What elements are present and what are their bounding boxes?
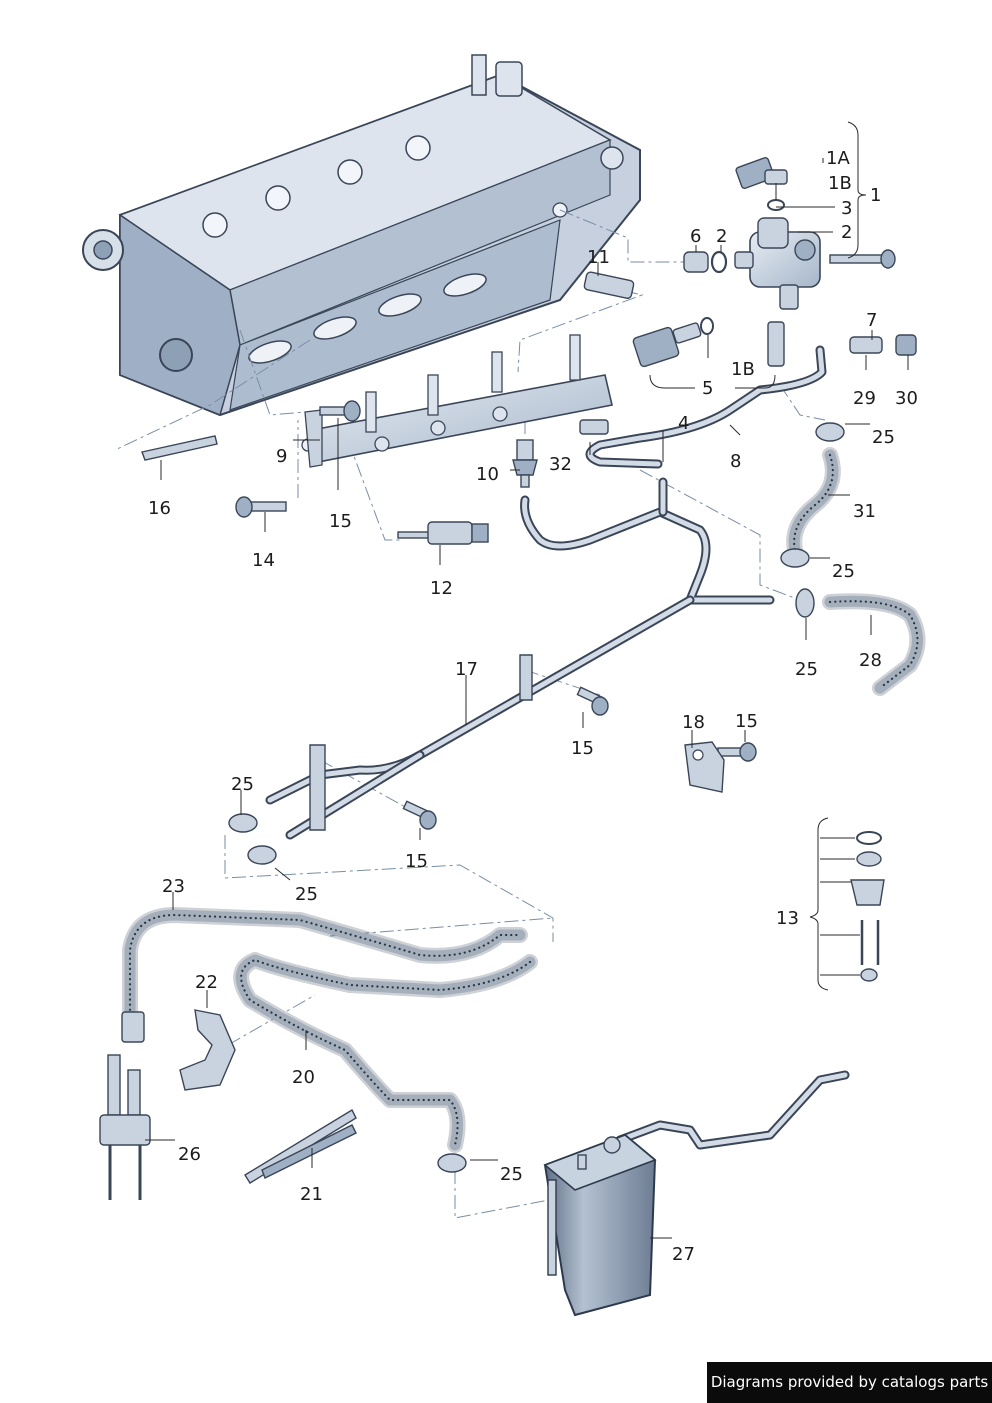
callout-4: 4 [678,413,689,434]
callout-25-a: 25 [872,427,895,448]
part-26-connector [99,1011,151,1200]
part-3-seal [767,199,785,211]
callout-1B-top: 1B [828,173,852,194]
part-13-group [850,831,885,982]
callout-15-a: 15 [329,511,352,532]
part-12-sensor [397,521,489,545]
part-22-holder [179,1009,236,1091]
part-27-canister [543,1133,657,1317]
part-15-bolts [402,686,757,830]
part-14-bolt [235,496,287,518]
callout-15-d: 15 [405,851,428,872]
callout-25-c: 25 [795,659,818,680]
part-18-bracket [684,741,725,793]
callout-10: 10 [476,464,499,485]
part-2-seal [710,250,728,274]
callout-25-f: 25 [500,1164,523,1185]
callout-28: 28 [859,650,882,671]
cylinder-head-illustration [82,54,641,417]
callout-labels: 1A 1B 1 3 2 6 2 11 7 5 1B 29 30 4 25 8 9… [148,148,918,1265]
callout-25-b: 25 [832,561,855,582]
part-1A-sensor [735,156,788,190]
callout-20: 20 [292,1067,315,1088]
callout-1A: 1A [826,148,850,169]
part-7-bolt [829,249,896,269]
callout-29: 29 [853,388,876,409]
callout-25-d: 25 [231,774,254,795]
part-6-bush [683,251,709,273]
part-32-plug [579,419,609,435]
part-1B-fitting [767,321,785,367]
callout-15-b: 15 [735,711,758,732]
callout-32: 32 [549,454,572,475]
callout-2-right: 2 [841,222,852,243]
callout-7: 7 [866,310,877,331]
callout-22: 22 [195,972,218,993]
callout-15-c: 15 [571,738,594,759]
callout-12: 12 [430,578,453,599]
part-16-pin [141,435,218,461]
callout-11: 11 [587,247,610,268]
callout-27: 27 [672,1244,695,1265]
callout-25-e: 25 [295,884,318,905]
callout-14: 14 [252,550,275,571]
callout-1: 1 [870,185,881,206]
part-30-cap [895,334,917,356]
part-5-sensor [632,317,714,368]
callout-21: 21 [300,1184,323,1205]
callout-16: 16 [148,498,171,519]
callout-3: 3 [841,198,852,219]
callout-17: 17 [455,659,478,680]
part-11-sensor [583,271,635,299]
hoses [122,447,926,1153]
callout-9: 9 [276,446,287,467]
callout-8: 8 [730,451,741,472]
callout-6: 6 [690,226,701,247]
pipe-brackets [309,654,533,831]
callout-1B-mid: 1B [731,359,755,380]
part-21-tie [244,1109,357,1184]
callout-30: 30 [895,388,918,409]
footer-credit: Diagrams provided by catalogs parts [707,1362,992,1403]
part-10-sensor [512,439,538,488]
part-29-fitting [849,336,883,354]
assembly-dash-lines [114,209,826,1219]
leader-lines [145,121,909,1239]
callout-31: 31 [853,501,876,522]
part-15-bolt-rail [319,400,361,422]
callout-13: 13 [776,908,799,929]
callout-23: 23 [162,876,185,897]
callout-18: 18 [682,712,705,733]
callout-2-left: 2 [716,226,727,247]
callout-5: 5 [702,378,713,399]
high-pressure-pump [734,217,821,310]
hose-clamps [228,422,845,1173]
callout-26: 26 [178,1144,201,1165]
fuel-rail-illustration [301,334,613,468]
